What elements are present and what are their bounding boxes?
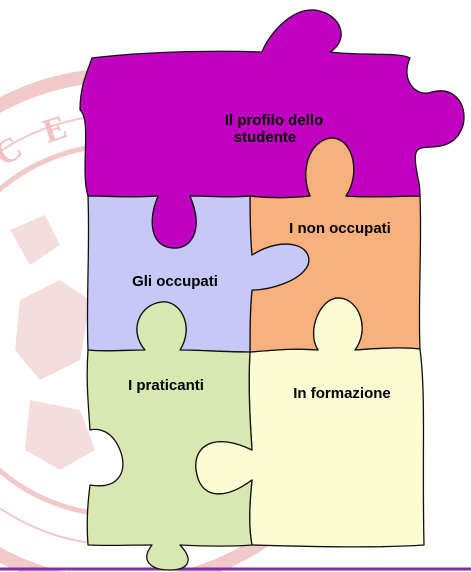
label-employed: Gli occupati (132, 273, 218, 290)
label-in-training: In formazione (293, 385, 391, 402)
puzzle-piece-i-praticanti[interactable] (86, 301, 253, 571)
seal-letter: E (38, 109, 71, 151)
label-trainees: I praticanti (128, 377, 204, 394)
label-unemployed: I non occupati (289, 220, 391, 237)
seal-letter: C (0, 129, 29, 173)
label-profile-line-1: Il profilo dello (225, 112, 323, 129)
label-profile-line-2: studente (234, 129, 297, 146)
seal-central-figure (10, 215, 95, 470)
